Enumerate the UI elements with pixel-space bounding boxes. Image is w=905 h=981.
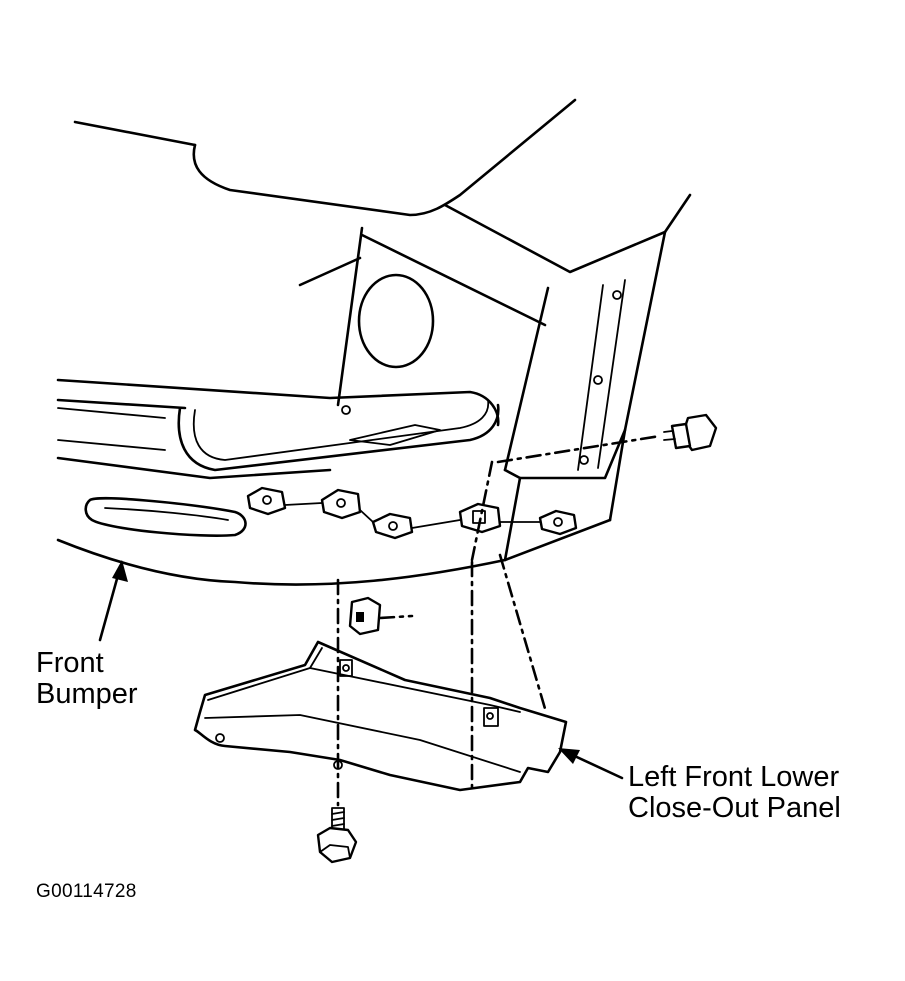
- mounting-tabs: [246, 486, 578, 540]
- panel-bolt: [316, 807, 358, 864]
- figure-code: G00114728: [36, 881, 137, 902]
- alignment-line-4: [498, 553, 548, 714]
- alignment-line-3: [470, 460, 494, 562]
- fender-hole-1: [612, 290, 622, 300]
- vehicle-body: [73, 98, 692, 472]
- speed-nut-clip: [348, 596, 382, 636]
- close-out-panel: [193, 640, 568, 792]
- close-out-panel-label-line2: Close-Out Panel: [628, 792, 841, 825]
- front-bumper-label-line1: Front: [36, 647, 104, 679]
- fender-hole-2: [593, 375, 603, 385]
- bolt-alignment-line-right: [496, 434, 662, 464]
- fender-panel: [503, 230, 667, 522]
- close-out-panel-label: Left Front Lower Close-Out Panel: [628, 761, 841, 825]
- clip-alignment-line: [378, 614, 414, 620]
- fender-bolt: [663, 413, 718, 452]
- close-out-panel-label-line1: Left Front Lower: [628, 761, 840, 793]
- front-bumper-fascia: [56, 378, 612, 586]
- fog-lamp-opening: [357, 273, 435, 369]
- fender-hole-3: [579, 455, 589, 465]
- front-bumper-label: Front Bumper: [36, 647, 138, 711]
- front-bumper-label-line2: Bumper: [36, 678, 138, 711]
- front-bumper-leader: [98, 560, 128, 642]
- close-out-panel-leader: [558, 748, 624, 780]
